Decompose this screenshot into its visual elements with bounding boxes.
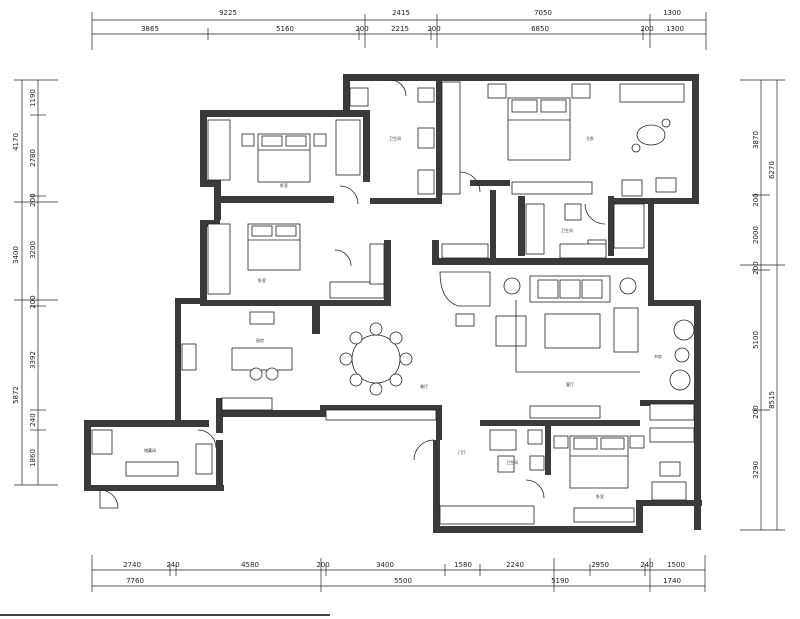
dim-right-7: 5100 [752, 331, 760, 349]
dim-right-2: 3870 [752, 131, 760, 149]
dim-bottom-detail-4: 200 [316, 561, 329, 569]
dim-right-4: 2000 [752, 226, 760, 244]
dim-left-4: 200 [29, 193, 37, 206]
room-label-bedroom-w: 卧室 [258, 277, 266, 283]
dim-left-11: 1860 [29, 449, 37, 467]
room-label-master-bedroom: 主卧 [586, 135, 594, 141]
room-label-storage: 储藏间 [144, 447, 156, 453]
dim-top-detail-3: 200 [355, 25, 368, 33]
watermark-text: 土木在线 家装设计素材 [14, 595, 86, 604]
dim-bottom-detail-7: 2240 [506, 561, 524, 569]
dim-left-2: 1190 [29, 89, 37, 107]
dim-left-10: 240 [29, 413, 37, 426]
dim-top-total-2: 2415 [392, 9, 410, 17]
dim-left-9: 3392 [29, 351, 37, 369]
dim-top-total-4: 1300 [663, 9, 681, 17]
dim-right-8: 200 [752, 405, 760, 418]
dim-right-1: 6270 [768, 161, 776, 179]
dim-top-detail-6: 6850 [531, 25, 549, 33]
dim-bottom-detail-1: 2740 [123, 561, 141, 569]
dim-top-detail-1: 3865 [141, 25, 159, 33]
dim-bottom-detail-6: 1580 [454, 561, 472, 569]
dim-top-detail-5: 200 [427, 25, 440, 33]
dim-bottom-detail-3: 4580 [241, 561, 259, 569]
walls [84, 74, 702, 533]
dim-left-7: 200 [29, 295, 37, 308]
room-label-bedroom-nw: 卧室 [280, 182, 288, 188]
room-label-kitchen: 厨房 [256, 337, 264, 343]
dim-left-5: 3400 [12, 246, 20, 264]
room-label-bedroom-se: 卧室 [596, 493, 604, 499]
room-label-bath-s: 卫生间 [506, 459, 518, 465]
dim-bottom-detail-8: 2950 [591, 561, 609, 569]
dim-bottom-total-4: 1740 [663, 577, 681, 585]
dim-bottom-detail-5: 3400 [376, 561, 394, 569]
room-label-bath-n: 卫生间 [389, 135, 401, 141]
room-label-hall: 门厅 [458, 449, 466, 455]
dim-left-1: 4170 [12, 133, 20, 151]
dim-left-6: 3200 [29, 241, 37, 259]
dim-top-total-1: 9225 [219, 9, 237, 17]
dim-bottom-detail-2: 240 [166, 561, 179, 569]
dim-left-3: 2780 [29, 149, 37, 167]
room-label-master-bath: 卫生间 [561, 227, 573, 233]
dim-right-5: 200 [752, 261, 760, 274]
dim-bottom-detail-9: 240 [640, 561, 653, 569]
dim-left-8: 5872 [12, 386, 20, 404]
dimension-labels: 9225 2415 7050 1300 3865 5160 200 2215 2… [12, 9, 776, 585]
dim-top-detail-7: 200 [640, 25, 653, 33]
room-labels: 卧室 卧室 卫生间 主卧 卫生间 书房 餐厅 客厅 厨房 储藏间 门厅 卫生间 … [144, 135, 662, 499]
dim-right-3: 200 [752, 193, 760, 206]
dim-top-total-3: 7050 [534, 9, 552, 17]
dim-right-6: 8515 [768, 391, 776, 409]
dim-bottom-total-2: 5500 [394, 577, 412, 585]
room-label-study: 书房 [654, 353, 662, 359]
dimension-lines [14, 12, 785, 592]
furniture [91, 79, 695, 525]
dim-bottom-total-3: 5190 [551, 577, 569, 585]
room-label-dining: 餐厅 [420, 383, 428, 389]
room-label-living: 客厅 [566, 381, 574, 387]
dim-top-detail-4: 2215 [391, 25, 409, 33]
dim-right-9: 3290 [752, 461, 760, 479]
dim-top-detail-2: 5160 [276, 25, 294, 33]
dim-top-detail-8: 1300 [666, 25, 684, 33]
dim-bottom-detail-10: 1500 [667, 561, 685, 569]
dim-bottom-total-1: 7760 [126, 577, 144, 585]
